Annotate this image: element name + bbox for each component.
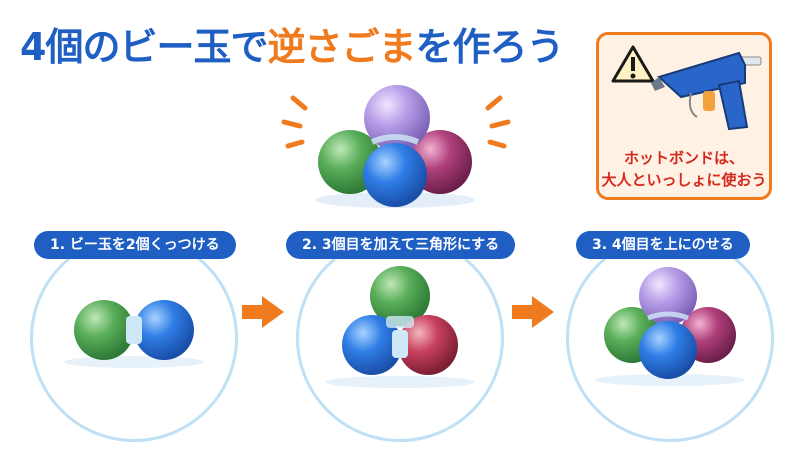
safety-warning-card: ホットボンドは、 大人といっしょに使おう <box>596 32 772 200</box>
hero-marble-blue <box>363 143 427 207</box>
step3-marble-blue <box>639 321 697 379</box>
warning-triangle-icon <box>611 45 655 83</box>
glue-gun-icon <box>651 51 762 131</box>
step-3-label: 3. 4個目を上にのせる <box>576 231 750 259</box>
hero-marble-purple <box>364 85 430 151</box>
step-2-label: 2. 3個目を加えて三角形にする <box>286 231 516 259</box>
arrow-2 <box>512 296 554 328</box>
title-part-1: 4個のビー玉で <box>20 25 268 69</box>
glue-joint <box>392 330 408 358</box>
page-title: 4個のビー玉で逆さごまを作ろう <box>20 25 564 69</box>
step3-marble-purple <box>639 267 697 325</box>
step2-marble-blue <box>342 315 402 375</box>
step1-marble-blue <box>134 300 194 360</box>
hero-spinning-top <box>315 85 475 208</box>
step-1-marbles <box>64 300 204 368</box>
glue-joint <box>126 316 142 344</box>
title-highlight: 逆さごま <box>267 25 416 69</box>
warning-line-1: ホットボンドは、 <box>623 149 744 167</box>
burst-lines <box>281 95 511 149</box>
step2-marble-red <box>398 315 458 375</box>
step-1-label: 1. ビー玉を2個くっつける <box>34 231 236 259</box>
step2-marble-green <box>370 266 430 326</box>
warning-illustration <box>611 45 762 131</box>
step-2-marbles <box>325 266 475 388</box>
step-3-marbles <box>595 267 745 386</box>
arrow-1 <box>242 296 284 328</box>
warning-line-2: 大人といっしょに使おう <box>601 171 767 189</box>
title-part-3: を作ろう <box>415 25 564 69</box>
step1-marble-green <box>74 300 134 360</box>
